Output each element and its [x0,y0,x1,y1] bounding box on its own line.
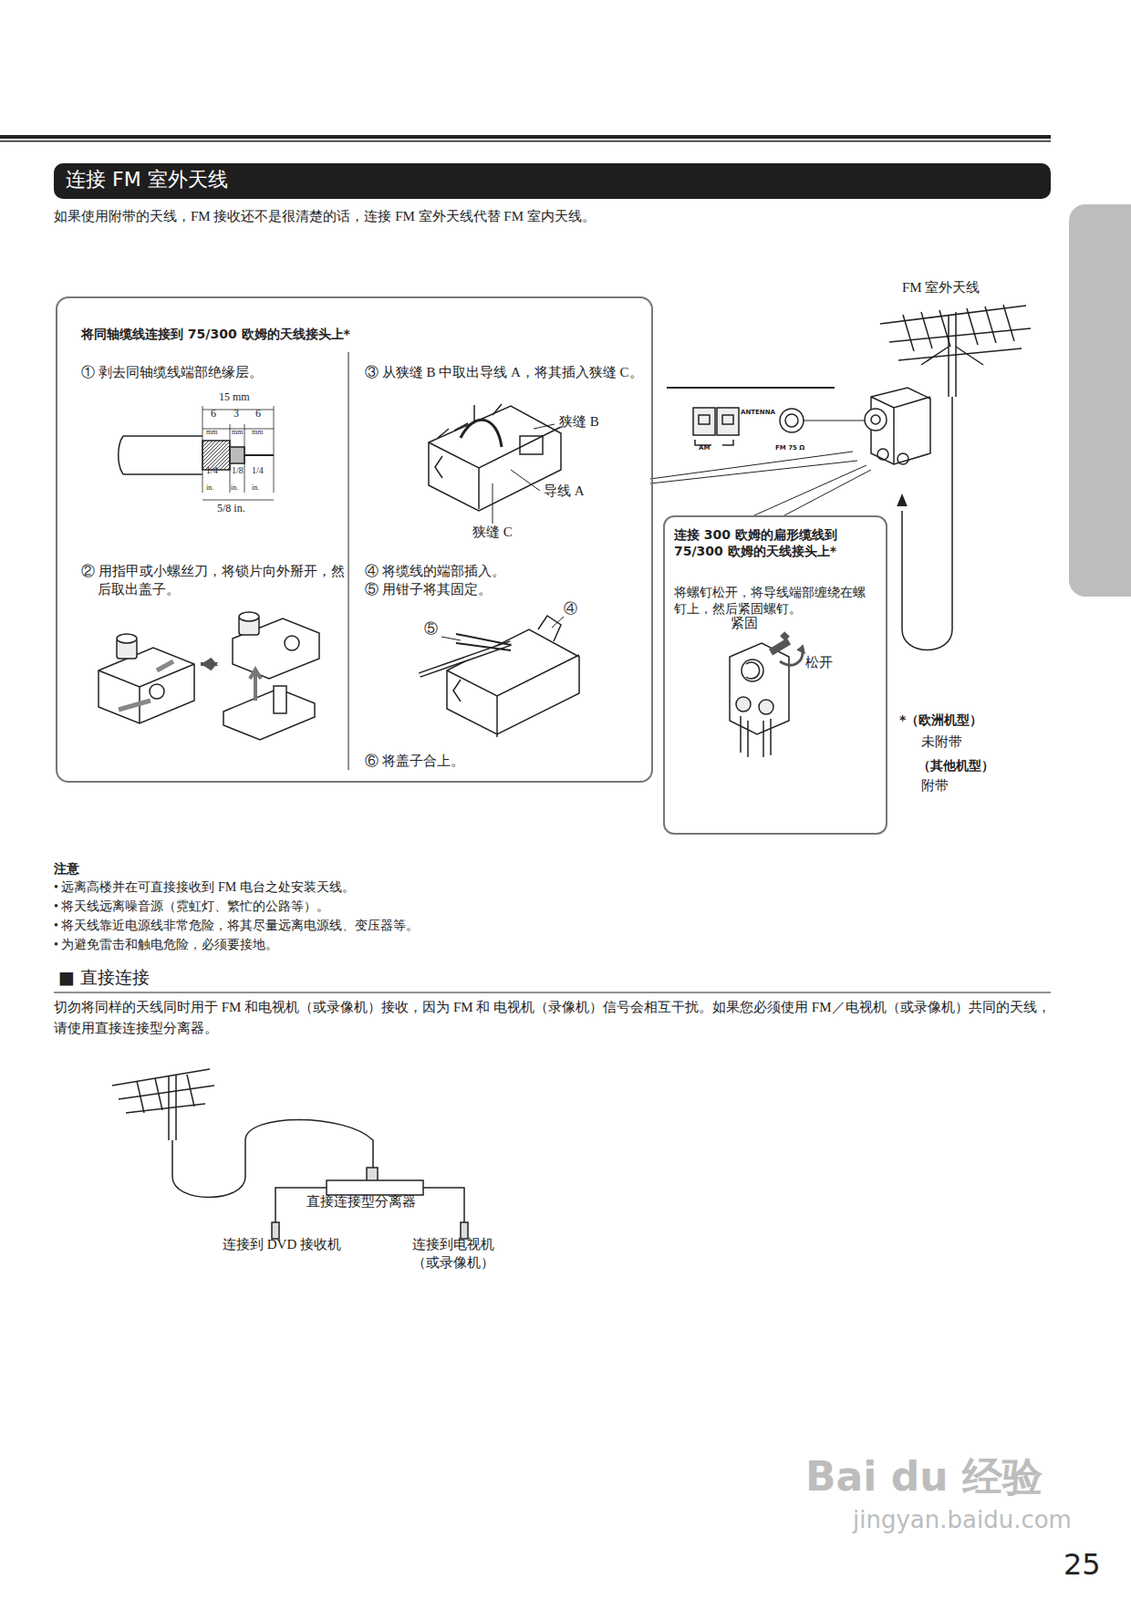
step-text: ③ 从狭缝 B 中取出导线 A，将其插入狭缝 C。 [364,363,646,383]
step-text: ⑥ 将盖子合上。 [364,752,465,771]
page-number: 25 [1063,1546,1101,1585]
footnote: （其他机型） [917,757,995,774]
dimension: 1/4 [251,464,264,477]
step-text: 直接连接型分离器 [306,1193,416,1212]
part-label: 狭缝 B [559,413,600,432]
body-text: 切勿将同样的天线同时用于 FM 和电视机（或录像机）接收，因为 FM 和 电视机… [53,996,1051,1040]
step-text: ② 用指甲或小螺丝刀，将锁片向外掰开，然后取出盖子。 [81,562,349,599]
watermark: Bai du 经验 [805,1450,1043,1503]
intro-text: 如果使用附带的天线，FM 接收还不是很清楚的话，连接 FM 室外天线代替 FM … [53,207,596,227]
instruction-panel: 连接 300 欧姆的扁形缆线到 75/300 欧姆的天线接头上* 将螺钉松开，将导… [663,515,888,835]
dimension: 1/8 [231,464,244,477]
cable-label: 连接到 DVD 接收机 [222,1235,342,1255]
section-title: 连接 FM 室外天线 [65,166,229,194]
dimension: 6 [255,406,261,422]
step-text: ① 剥去同轴缆线端部绝缘层。 [81,363,263,383]
callout-number: ④ [563,600,578,619]
terminal-label: FM 75 Ω [775,444,805,453]
terminal-label: ANTENNA [740,408,776,417]
dimension: in. [206,483,214,493]
dimension: 3 [233,406,239,422]
cable-label: 连接到电视机 （或录像机） [404,1235,501,1272]
action-label: 紧固 [730,614,758,633]
footnote: 附带 [921,777,949,796]
dimension: 15 mm [218,390,250,405]
splitter: 直接连接型分离器 [300,1180,457,1219]
action-label: 松开 [805,653,833,673]
part-label: 狭缝 C [472,523,513,542]
dimension: 1/4 [206,464,218,477]
step-text: 将螺钉松开，将导线端部缠绕在螺钉上，然后紧固螺钉。 [674,584,877,618]
note-item: • 将天线远离噪音源（霓虹灯、繁忙的公路等）。 [53,898,330,915]
dimension: mm [206,427,218,437]
antenna-label: FM 室外天线 [902,279,980,298]
dimension: mm [251,427,263,437]
dimension: 5/8 in. [217,501,246,517]
note-item: • 为避免雷击和触电危险，必须要接地。 [53,936,279,954]
footnote: 未附带 [921,733,963,752]
callout-number: ⑤ [424,620,438,639]
dimension: mm [231,427,243,437]
subsection-title: ■ 直接连接 [58,965,150,989]
step-text: ⑤ 用钳子将其固定。 [364,581,492,600]
note-item: • 将天线靠近电源线非常危险，将其尽量远离电源线、变压器等。 [53,917,419,934]
panel-heading: 将同轴缆线连接到 75/300 欧姆的天线接头上* [81,325,351,343]
dimension: 6 [210,406,217,422]
dimension: in. [251,483,260,493]
instruction-panel: 将同轴缆线连接到 75/300 欧姆的天线接头上* ① 剥去同轴缆线端部绝缘层。 ②… [55,296,654,783]
footnote: *（欧洲机型） [899,711,983,728]
panel-heading: 连接 300 欧姆的扁形缆线到 75/300 欧姆的天线接头上* [674,526,877,560]
watermark: jingyan.baidu.com [852,1504,1072,1536]
note-heading: 注意 [53,860,80,877]
step-text: ④ 将缆线的端部插入。 [364,562,506,582]
dimension: in. [230,483,239,493]
terminal-label: AM [698,444,710,453]
note-item: • 远离高楼并在可直接接收到 FM 电台之处安装天线。 [53,879,355,896]
part-label: 导线 A [543,482,585,501]
